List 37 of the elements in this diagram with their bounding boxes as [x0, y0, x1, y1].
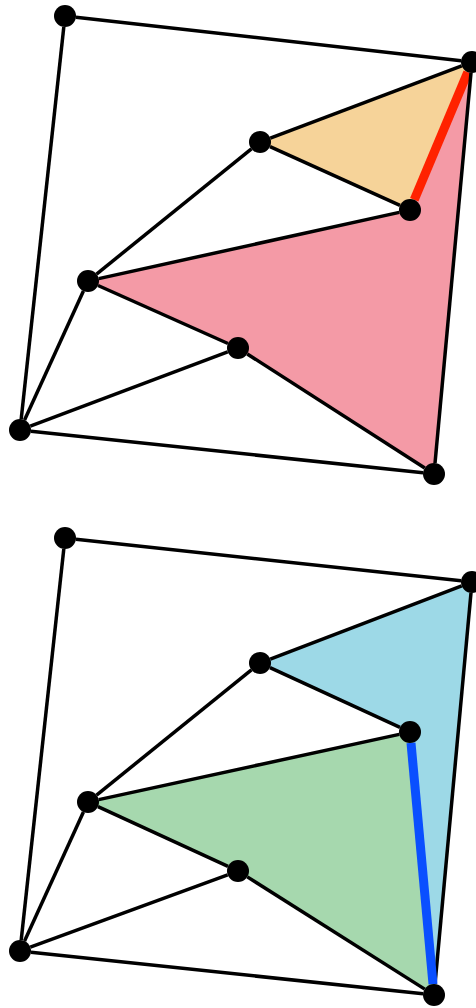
- vertex-dot: [423, 463, 445, 485]
- edge-line: [269, 144, 401, 208]
- edge-line: [19, 548, 66, 941]
- edge-line: [95, 668, 253, 797]
- edge-line: [22, 811, 86, 942]
- edge-line: [29, 873, 229, 949]
- vertex-dot: [77, 791, 99, 813]
- edge-line: [246, 875, 426, 991]
- edge-line: [98, 210, 400, 281]
- edge-line: [95, 147, 253, 276]
- edge-line: [98, 732, 400, 802]
- vertex-dot: [77, 270, 99, 292]
- edge-line: [269, 666, 401, 729]
- vertex-dot: [54, 527, 76, 549]
- vertex-dot: [249, 131, 271, 153]
- edge-line: [97, 805, 229, 868]
- vertex-dot: [423, 984, 445, 1006]
- vertex-dot: [9, 419, 31, 441]
- edge-line: [433, 72, 473, 464]
- edge-line: [30, 429, 424, 475]
- edge-line: [269, 584, 463, 661]
- edge-line: [97, 283, 229, 346]
- edge-line: [75, 537, 462, 583]
- edge-line: [29, 350, 229, 428]
- vertex-dot: [54, 5, 76, 27]
- vertex-dot: [227, 337, 249, 359]
- edge-line: [246, 352, 426, 470]
- highlighted-edge: [410, 70, 472, 202]
- edge-line: [19, 26, 66, 420]
- vertex-dot: [249, 652, 271, 674]
- vertex-dot: [227, 860, 249, 882]
- edge-line: [30, 950, 424, 996]
- highlighted-edge: [406, 742, 438, 985]
- vertex-dot: [9, 940, 31, 962]
- edge-line: [22, 290, 86, 421]
- edge-line: [269, 64, 463, 140]
- edge-line: [75, 15, 462, 63]
